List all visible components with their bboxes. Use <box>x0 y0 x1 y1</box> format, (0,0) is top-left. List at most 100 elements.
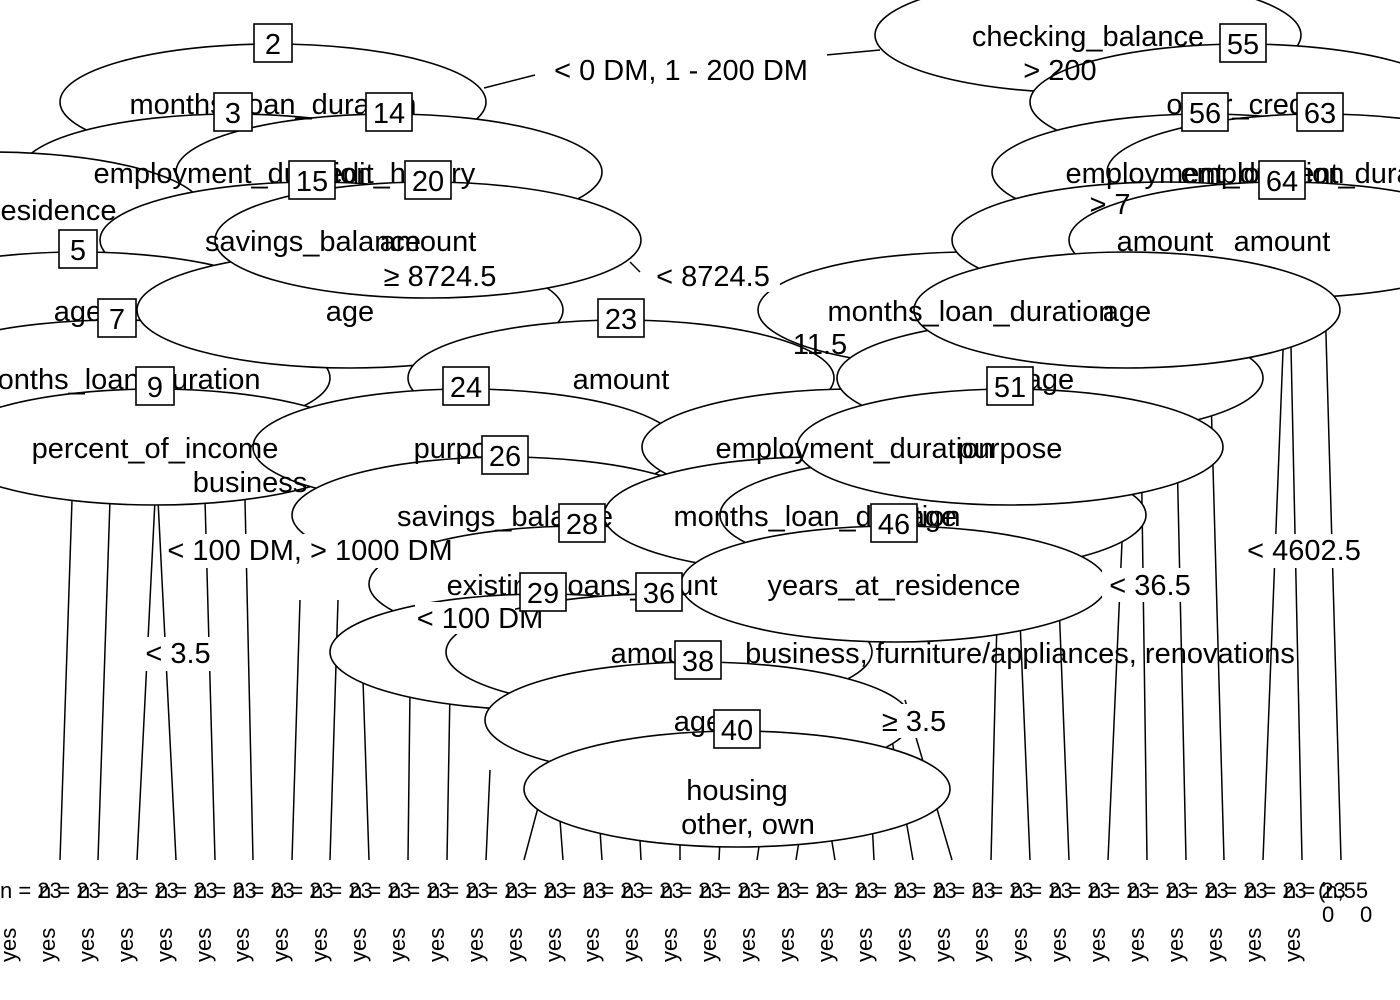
n20-var-label: amount <box>380 226 477 258</box>
svg-text:15: 15 <box>296 166 328 198</box>
leaf-response-label: yes <box>191 928 216 962</box>
leaf-count-label: n = 23 <box>622 878 684 903</box>
age-right-var-label: age <box>1103 296 1151 328</box>
svg-text:3: 3 <box>225 98 241 130</box>
svg-text:51: 51 <box>994 372 1026 404</box>
svg-text:20: 20 <box>412 166 444 198</box>
leaf-response-label: yes <box>424 928 449 962</box>
node-15-id: 15 <box>288 160 336 200</box>
leaf-count-label: n = 23 <box>272 878 334 903</box>
node-46-id: 46 <box>870 503 918 543</box>
leaf-response-label: yes <box>229 928 254 962</box>
leaf-count-label: n = 23 <box>0 878 62 903</box>
leaf-count-label: n = 23 <box>389 878 451 903</box>
node-3-id: 3 <box>213 92 253 132</box>
svg-text:38: 38 <box>682 646 714 678</box>
node-63-id: 63 <box>1296 92 1344 132</box>
node-24-id: 24 <box>442 366 490 406</box>
leaf-response-label: yes <box>1241 928 1266 962</box>
leaf-response-label: yes <box>930 928 955 962</box>
leaf-response-label: yes <box>696 928 721 962</box>
svg-text:36: 36 <box>643 578 675 610</box>
leaf-count-label: n = 23 <box>895 878 957 903</box>
n51-lt-label: < 36.5 <box>1109 570 1190 602</box>
svg-text:14: 14 <box>373 98 405 130</box>
svg-text:2: 2 <box>265 29 281 61</box>
leaf-response-label: yes <box>385 928 410 962</box>
leaf-count-label: n = 23 <box>700 878 762 903</box>
node-55-id: 55 <box>1219 23 1267 63</box>
n64-parent-var-label: amount <box>1117 226 1214 258</box>
leaf-count-label: n = 23 <box>156 878 218 903</box>
leaf-count-label: n = 23 <box>583 878 645 903</box>
svg-text:9: 9 <box>147 372 163 404</box>
leaf-last-label: (n,55 <box>1318 878 1368 903</box>
leaf-count-label: n = 23 <box>195 878 257 903</box>
n9-var-label: percent_of_income <box>32 433 279 465</box>
node-40-id: 40 <box>713 709 761 749</box>
leaf-zero-label: 0 <box>1360 902 1372 927</box>
leaf-response-label: yes <box>0 928 21 962</box>
n46-split-label: business, furniture/appliances, renovati… <box>745 638 1295 670</box>
leaf-count-label: n = 23 <box>1245 878 1307 903</box>
node-2-id: 2 <box>253 23 293 63</box>
root-right-split-label: > 200 <box>1023 55 1096 87</box>
leaf-count-label: n = 23 <box>1011 878 1073 903</box>
node-14-id: 14 <box>365 92 413 132</box>
node-29-id: 29 <box>519 572 567 612</box>
n23-var-label: amount <box>573 364 670 396</box>
leaf-response-label: yes <box>1163 928 1188 962</box>
leaf-response-label: yes <box>852 928 877 962</box>
n46-ge-label: ≥ 3.5 <box>882 706 946 738</box>
n40-var-label: housing <box>686 775 788 807</box>
leaf-count-label: n = 23 <box>778 878 840 903</box>
leaf-labels: n = 23 yes n = 23 yes n = 23 yes n = 23 yes n = … <box>0 878 1372 962</box>
leaf-count-label: n = 23 <box>972 878 1034 903</box>
leaf-count-label: n = 23 <box>467 878 529 903</box>
svg-text:56: 56 <box>1189 98 1221 130</box>
leaf-count-label: n = 23 <box>856 878 918 903</box>
leaf-count-label: n = 23 <box>1206 878 1268 903</box>
node-26-id: 26 <box>481 435 529 475</box>
node-20-id: 20 <box>404 160 452 200</box>
age-right-lower-var-label: age <box>1026 364 1074 396</box>
age-left-var-label: age <box>326 296 374 328</box>
n64-var-label: amount <box>1234 226 1331 258</box>
months-right-split-label: 11.5 <box>793 329 847 361</box>
n51-var-label: purpose <box>958 433 1063 465</box>
node-age-right-ellipse <box>913 251 1341 369</box>
leaf-count-label: n = 23 <box>1089 878 1151 903</box>
leaf-response-label: yes <box>268 928 293 962</box>
leaf-response-label: yes <box>657 928 682 962</box>
leaf-count-label: n = 23 <box>545 878 607 903</box>
svg-text:63: 63 <box>1304 98 1336 130</box>
leaf-response-label: yes <box>74 928 99 962</box>
leaf-count-label: n = 23 <box>934 878 996 903</box>
leaf-response-label: yes <box>891 928 916 962</box>
n15-var-label: savings_balance <box>205 226 421 258</box>
leaf-response-label: yes <box>774 928 799 962</box>
leaf-count-label: n = 23 <box>739 878 801 903</box>
svg-text:64: 64 <box>1266 166 1298 198</box>
leaf-response-label: yes <box>1046 928 1071 962</box>
n5-var-label: age <box>54 296 102 328</box>
leaf-response-label: yes <box>1124 928 1149 962</box>
svg-text:46: 46 <box>878 509 910 541</box>
leaf-count-label: n = 23 <box>350 878 412 903</box>
leaf-count-label: n = 23 <box>1050 878 1112 903</box>
leaf-count-label: n = 23 <box>39 878 101 903</box>
leaf-response-label: yes <box>541 928 566 962</box>
leaf-response-label: yes <box>463 928 488 962</box>
node-index-boxes: 2 3 14 15 20 5 7 9 23 24 26 28 29 36 38 … <box>58 23 1344 749</box>
leaf-count-label: n = 23 <box>1167 878 1229 903</box>
leaf-count-label: n = 23 <box>661 878 723 903</box>
leaf-response-label: yes <box>1280 928 1305 962</box>
leaf-response-label: yes <box>735 928 760 962</box>
leaf-zero-label: 0 <box>1322 902 1334 927</box>
node-51-id: 51 <box>986 366 1034 406</box>
n7-var-label: months_loan_duration <box>0 364 260 396</box>
node-23-id: 23 <box>597 298 645 338</box>
root-var-label: checking_balance <box>972 21 1204 53</box>
leaf-response-label: yes <box>113 928 138 962</box>
